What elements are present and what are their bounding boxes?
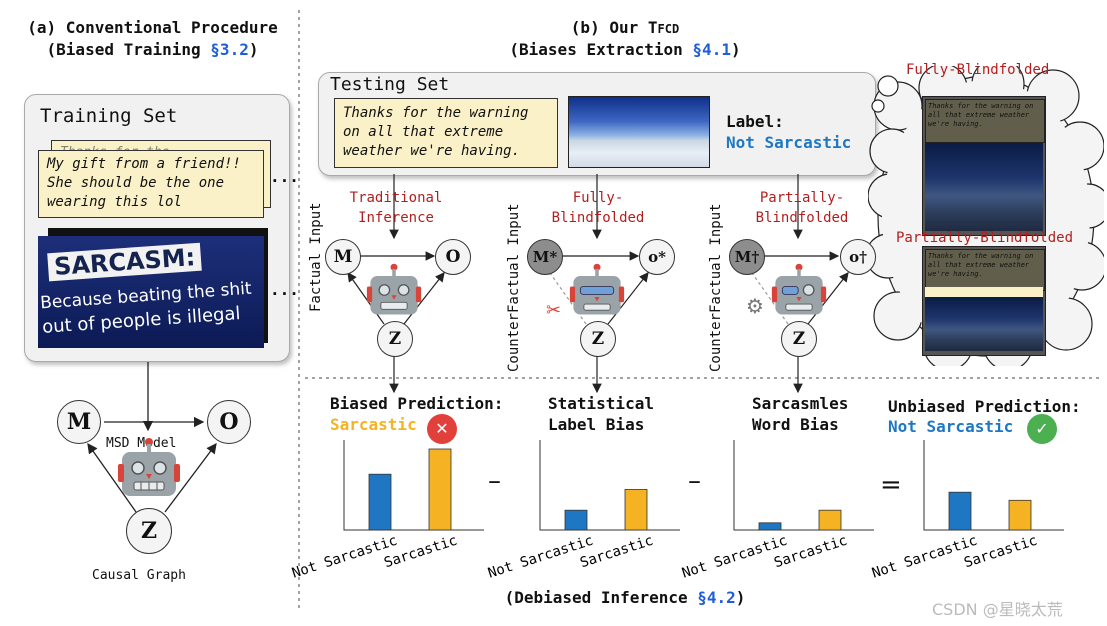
chart4-bar-not-sarcastic <box>948 491 972 531</box>
panel1-title: Biased Prediction: <box>330 394 504 413</box>
graph3-node-o: o† <box>840 239 876 275</box>
ellipsis-2: ... <box>270 280 299 299</box>
robot-icon <box>118 438 180 496</box>
node-m: M <box>57 400 101 444</box>
watermark: CSDN @星晓太荒 <box>932 600 1063 619</box>
chart4-bar-sarcastic <box>1008 499 1032 531</box>
ellipsis-1: ... <box>270 167 299 186</box>
graph3-node-z: Z <box>781 321 817 357</box>
graph1-node-m: M <box>325 239 361 275</box>
wrong-icon: ✕ <box>427 414 457 444</box>
sarcasm-image: SARCASM: Because beating the shit out of… <box>38 236 264 348</box>
panel4-subtitle: Not Sarcastic <box>888 417 1014 436</box>
label-value: Not Sarcastic <box>726 133 852 152</box>
operator-minus-1: – <box>488 466 501 496</box>
fully-thumb-text: Thanks for the warning on all that extre… <box>925 99 1045 143</box>
test-text-card: Thanks for the warning on all that extre… <box>334 98 558 168</box>
panel4-title: Unbiased Prediction: <box>888 397 1081 416</box>
panel1-subtitle: Sarcastic <box>330 415 417 434</box>
chart1-bar-sarcastic <box>428 448 452 531</box>
operator-minus-2: – <box>688 466 701 496</box>
graph1-node-o: O <box>435 239 471 275</box>
right-title: (b) Our TFCD <box>570 18 680 37</box>
scissors-icon: ✂ <box>546 300 562 321</box>
training-set-label: Training Set <box>40 105 178 127</box>
inference-label-3: Partially- Blindfolded <box>755 190 849 226</box>
cloud-fully-title: Fully-Blindfolded <box>906 62 1050 78</box>
inference-label-1: Traditional Inference <box>349 190 443 226</box>
correct-icon: ✓ <box>1027 414 1057 444</box>
robot-icon-graph1 <box>366 263 422 315</box>
node-z: Z <box>126 508 172 554</box>
snow-landscape-image <box>568 96 710 168</box>
chart3-bar-sarcastic <box>818 509 842 531</box>
model-label: MSD Model <box>106 436 177 451</box>
graph2-node-z: Z <box>580 321 616 357</box>
chart-axis-4 <box>923 440 1064 531</box>
chart2-bar-not-sarcastic <box>564 509 588 531</box>
panel3-subtitle: Word Bias <box>752 415 839 434</box>
panel3-title: Sarcasmles <box>752 394 849 413</box>
test-text: Thanks for the warning on all that extre… <box>343 105 529 159</box>
inference-label-2: Fully- Blindfolded <box>551 190 645 226</box>
partially-blindfolded-thumb: Thanks for the warning on all that extre… <box>922 246 1046 356</box>
partial-thumb-text: Thanks for the warning on all that extre… <box>925 249 1045 291</box>
chart1-bar-not-sarcastic <box>368 473 392 531</box>
partial-thumb-image <box>925 297 1043 351</box>
sample-text-card: My gift from a friend!! She should be th… <box>38 150 264 218</box>
robot-icon-graph3 <box>771 263 827 315</box>
fully-thumb-image <box>925 143 1043 231</box>
operator-equals: = <box>880 470 902 500</box>
graph1-node-z: Z <box>377 321 413 357</box>
left-title: (a) Conventional Procedure <box>27 18 278 37</box>
footer-caption: (Debiased Inference §4.2) <box>504 588 746 607</box>
left-causal-edges <box>87 362 217 513</box>
fully-blindfolded-thumb: Thanks for the warning on all that extre… <box>922 96 1046 236</box>
chart3-bar-not-sarcastic <box>758 522 782 531</box>
chart-axis-1 <box>343 440 484 531</box>
chart-axis-2 <box>539 440 680 531</box>
robot-icon-graph2 <box>569 263 625 315</box>
label-heading: Label: <box>726 112 784 131</box>
sample-text: My gift from a friend!! She should be th… <box>47 156 241 210</box>
graph2-node-m: M* <box>527 239 563 275</box>
chart2-bar-sarcastic <box>624 489 648 531</box>
node-o: O <box>207 400 251 444</box>
left-subtitle: (Biased Training §3.2) <box>46 40 259 59</box>
gear-icon: ⚙ <box>746 294 764 318</box>
panel2-subtitle: Label Bias <box>548 415 645 434</box>
chart-axis-3 <box>733 440 874 531</box>
right-subtitle: (Biases Extraction §4.1) <box>509 40 741 59</box>
cloud-partial-title: Partially-Blindfolded <box>896 230 1074 246</box>
testing-set-label: Testing Set <box>330 74 450 95</box>
graph2-node-o: o* <box>639 239 675 275</box>
causal-graph-caption: Causal Graph <box>92 568 186 583</box>
panel2-title: Statistical <box>548 394 654 413</box>
graph3-node-m: M† <box>729 239 765 275</box>
